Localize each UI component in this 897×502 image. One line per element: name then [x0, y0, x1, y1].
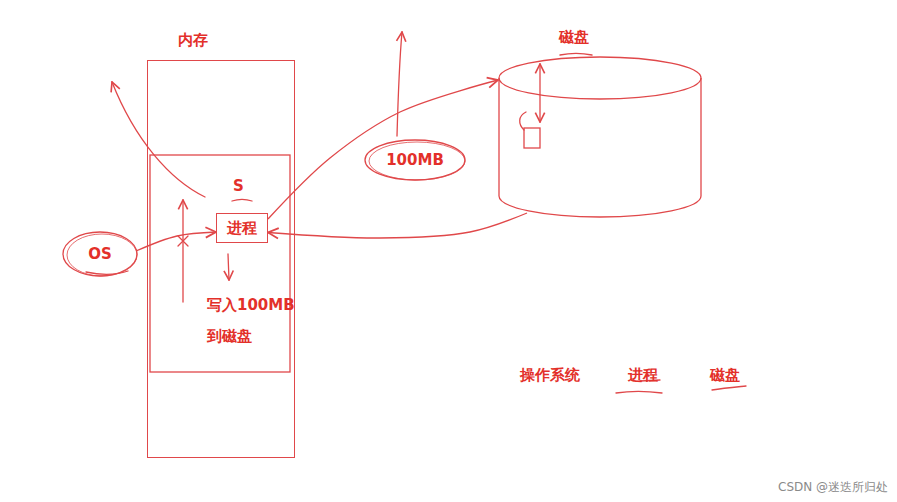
disk-cylinder: 磁盘: [497, 56, 703, 218]
sketch-arrow: [182, 200, 183, 302]
cylinder-outline: [497, 56, 703, 218]
data-oval: 100MB: [364, 139, 466, 181]
sketch-arrow: [397, 32, 402, 136]
watermark: CSDN @迷迭所归处: [778, 480, 888, 494]
node-text: 100MB: [384, 151, 446, 169]
underline-scribble: [712, 386, 746, 390]
underline-scribble: [560, 54, 592, 56]
underline-scribble: [616, 392, 662, 394]
sketch-arrow: [112, 82, 205, 197]
connector-arrow: [268, 80, 498, 219]
sketch-arrow: [228, 254, 229, 280]
note-text: 写入100MB 到磁盘: [207, 290, 299, 352]
disk-block: [524, 128, 540, 148]
note-text: 磁盘: [710, 366, 740, 384]
sketch-hook: [520, 112, 526, 130]
node-heading: 磁盘: [559, 28, 589, 46]
sketch-arrow: [539, 64, 540, 122]
process-box: 进程: [216, 213, 268, 243]
node-text: OS: [86, 245, 114, 263]
memory-box: 进程内存: [147, 60, 295, 458]
node-text: 进程: [226, 219, 258, 237]
note-text: 操作系统: [520, 366, 580, 384]
note-text: 进程: [628, 366, 658, 384]
underline-scribble: [232, 200, 252, 202]
node-heading: 内存: [178, 31, 208, 49]
connector-arrow: [136, 232, 216, 251]
sketch-cross: [178, 236, 188, 246]
note-text: S: [233, 177, 244, 195]
connector-arrow: [268, 213, 527, 238]
os-oval: OS: [62, 231, 138, 277]
